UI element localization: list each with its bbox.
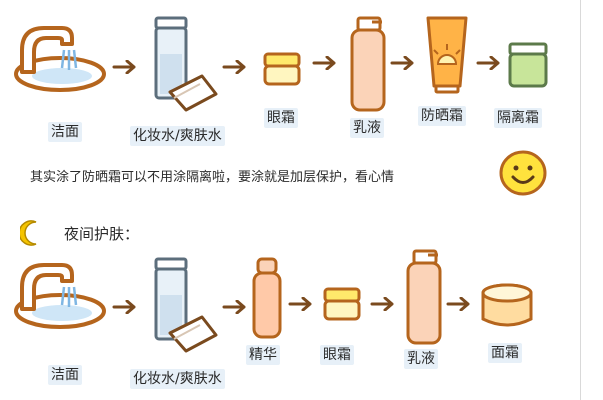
night-routine-title: 夜间护肤： bbox=[64, 225, 140, 243]
faucet-basin-icon bbox=[14, 263, 106, 329]
primer-jar-icon bbox=[508, 42, 548, 88]
night-routine-row: 洁面 化妆水/爽肤水 精华 眼霜 乳液 bbox=[0, 245, 603, 395]
step-label-sunscreen: 防晒霜 bbox=[418, 106, 466, 126]
step-label-toner: 化妆水/爽肤水 bbox=[130, 126, 225, 146]
faucet-basin-icon bbox=[14, 26, 106, 92]
lotion-pump-bottle-icon bbox=[350, 16, 386, 112]
step-label-cleanse: 洁面 bbox=[48, 122, 82, 142]
lotion-pump-bottle-icon bbox=[406, 249, 442, 345]
arrow-right-icon bbox=[222, 60, 246, 74]
step-label-essence: 精华 bbox=[246, 345, 280, 365]
step-label-cleanse: 洁面 bbox=[48, 365, 82, 385]
essence-bottle-icon bbox=[252, 257, 282, 339]
sunscreen-note: 其实涂了防晒霜可以不用涂隔离啦，要涂就是加层保护，看心情 bbox=[30, 170, 395, 185]
arrow-right-icon bbox=[370, 297, 394, 311]
arrow-right-icon bbox=[312, 56, 336, 70]
face-cream-jar-icon bbox=[481, 283, 533, 327]
step-label-lotion: 乳液 bbox=[350, 118, 384, 138]
arrow-right-icon bbox=[476, 56, 500, 70]
day-routine-row: 洁面 化妆水/爽肤水 眼霜 乳液 防晒霜 bbox=[0, 0, 603, 150]
step-label-eye-cream: 眼霜 bbox=[264, 108, 298, 128]
arrow-right-icon bbox=[288, 297, 312, 311]
step-label-lotion: 乳液 bbox=[404, 349, 438, 369]
toner-bottle-cotton-icon bbox=[154, 257, 218, 353]
step-label-primer: 隔离霜 bbox=[494, 108, 542, 128]
frame-divider-line bbox=[580, 0, 581, 400]
arrow-right-icon bbox=[446, 297, 470, 311]
step-label-face-cream: 面霜 bbox=[488, 343, 522, 363]
step-label-eye-cream: 眼霜 bbox=[320, 345, 354, 365]
arrow-right-icon bbox=[222, 300, 246, 314]
sunscreen-tube-icon bbox=[426, 16, 468, 94]
eye-cream-jar-icon bbox=[263, 52, 301, 86]
eye-cream-jar-icon bbox=[323, 287, 361, 321]
smiley-face-icon bbox=[499, 150, 547, 196]
toner-bottle-cotton-icon bbox=[154, 16, 218, 112]
crescent-moon-icon bbox=[20, 220, 37, 246]
arrow-right-icon bbox=[390, 56, 414, 70]
step-label-toner: 化妆水/爽肤水 bbox=[130, 369, 225, 389]
arrow-right-icon bbox=[112, 60, 136, 74]
arrow-right-icon bbox=[112, 300, 136, 314]
